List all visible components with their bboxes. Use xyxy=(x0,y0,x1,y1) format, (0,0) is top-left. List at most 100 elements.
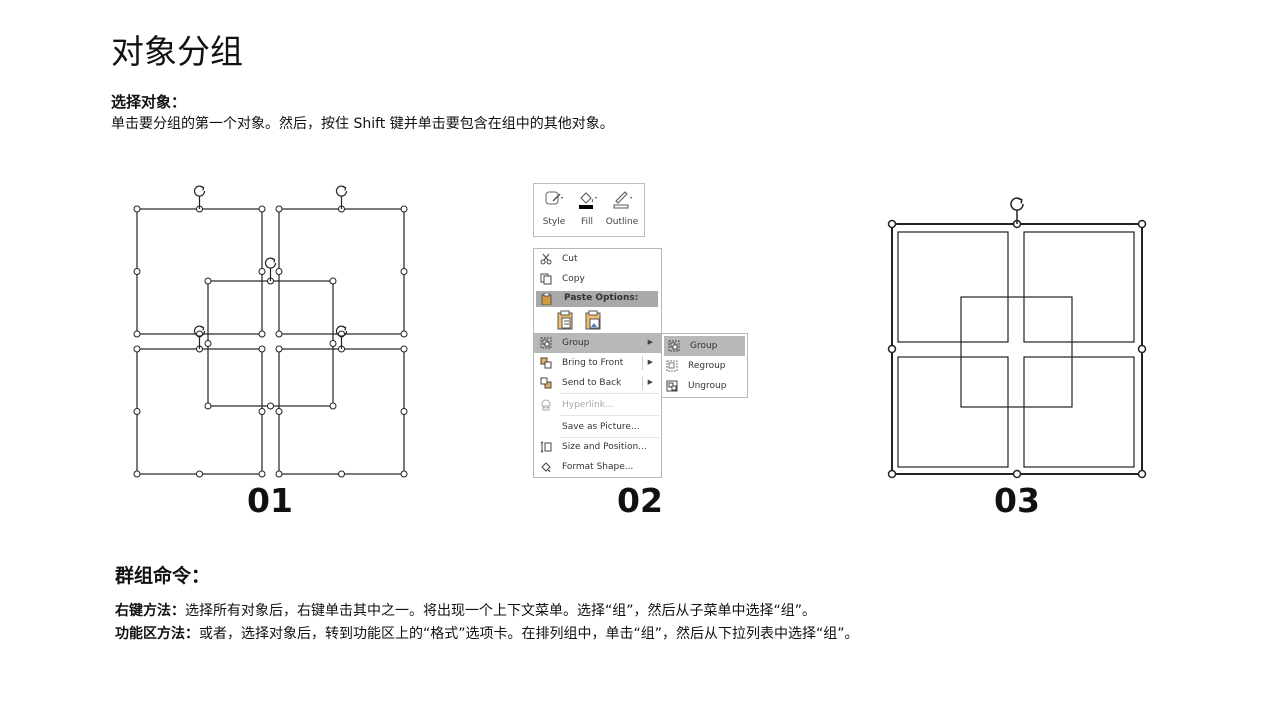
format-shape-icon xyxy=(541,462,551,473)
menu-item-group[interactable]: Group ▶ xyxy=(534,333,661,353)
selection-handle xyxy=(133,330,141,338)
fig3-group-bounding-box xyxy=(891,223,1143,475)
selection-handle xyxy=(204,340,212,347)
selection-handle xyxy=(338,205,345,213)
outline-button[interactable]: Outline xyxy=(604,184,640,236)
menu-item-format-shape[interactable]: Format Shape... xyxy=(534,457,661,477)
selection-handle xyxy=(204,277,212,285)
style-button[interactable]: Style xyxy=(536,184,572,236)
menu-item-save-as-picture[interactable]: Save as Picture... xyxy=(562,422,640,432)
selection-handle xyxy=(258,205,266,213)
figure-label-02: 02 xyxy=(617,481,663,520)
selection-handle xyxy=(258,268,266,275)
selection-handle xyxy=(133,345,141,353)
send-back-icon xyxy=(540,377,552,389)
group-icon xyxy=(540,337,552,349)
select-objects-heading: 选择对象： xyxy=(111,93,187,111)
selection-handle xyxy=(133,268,141,275)
selection-handle xyxy=(258,470,266,478)
size-position-icon xyxy=(540,441,552,453)
selection-handle xyxy=(258,330,266,338)
selection-handle xyxy=(204,402,212,410)
selection-handle xyxy=(338,345,345,353)
figure-label-03: 03 xyxy=(994,481,1040,520)
ribbon-method-text: 或者，选择对象后，转到功能区上的“格式”选项卡。在排列组中，单击“组”，然后从下… xyxy=(199,626,859,642)
selection-handle xyxy=(1137,469,1147,479)
mini-toolbar: Style Fill Outline xyxy=(533,183,645,237)
paste-option-icons xyxy=(557,310,601,330)
selection-handle xyxy=(338,330,345,338)
selection-handle xyxy=(196,330,203,338)
selection-handle xyxy=(196,470,203,478)
paste-picture-icon xyxy=(585,310,601,330)
paste-keep-formatting-icon xyxy=(557,310,573,330)
submenu-item-ungroup[interactable]: Ungroup xyxy=(662,376,747,396)
selection-handle xyxy=(133,470,141,478)
menu-item-hyperlink[interactable]: Hyperlink... xyxy=(534,395,661,415)
right-click-method-label: 右键方法： xyxy=(115,603,185,619)
selection-handle xyxy=(400,470,408,478)
fig1-square-bottom-right xyxy=(278,348,405,475)
selection-handle xyxy=(196,345,203,353)
selection-handle xyxy=(267,402,274,410)
selection-handle xyxy=(400,268,408,275)
fig1-square-bottom-left xyxy=(136,348,263,475)
fig3-square-top-left xyxy=(897,231,1009,343)
shape-style-icon xyxy=(545,191,563,205)
selection-handle xyxy=(258,408,266,415)
submenu-item-regroup[interactable]: Regroup xyxy=(662,356,747,376)
selection-handle xyxy=(275,408,283,415)
selection-handle xyxy=(400,330,408,338)
selection-handle xyxy=(267,277,274,285)
regroup-icon xyxy=(666,360,678,372)
fill-button[interactable]: Fill xyxy=(569,184,605,236)
fig3-square-top-right xyxy=(1023,231,1135,343)
menu-separator xyxy=(560,393,659,394)
selection-handle xyxy=(329,340,337,347)
page-title: 对象分组 xyxy=(111,32,243,71)
hyperlink-icon xyxy=(541,399,551,411)
fig3-square-bottom-right xyxy=(1023,356,1135,468)
selection-handle xyxy=(258,345,266,353)
fig1-square-top-right xyxy=(278,208,405,335)
rotate-handle-icon xyxy=(1010,197,1024,211)
selection-handle xyxy=(275,268,283,275)
menu-item-copy[interactable]: Copy xyxy=(534,269,661,289)
pen-outline-icon xyxy=(613,191,632,209)
rotate-handle-icon xyxy=(193,185,206,197)
rotate-handle-arrow xyxy=(1017,197,1023,204)
menu-separator xyxy=(560,415,659,416)
selection-handle xyxy=(329,402,337,410)
rotate-handle-arrow xyxy=(342,185,347,191)
fig3-square-bottom-left xyxy=(897,356,1009,468)
menu-item-send-to-back[interactable]: Send to Back ▶ xyxy=(534,373,661,393)
ungroup-icon xyxy=(666,380,678,392)
selection-handle xyxy=(400,205,408,213)
menu-item-size-and-position[interactable]: Size and Position... xyxy=(534,437,661,457)
selection-handle xyxy=(887,344,897,354)
ribbon-method: 功能区方法：或者，选择对象后，转到功能区上的“格式”选项卡。在排列组中，单击“组… xyxy=(115,625,859,643)
menu-item-cut[interactable]: Cut xyxy=(534,249,661,269)
rotate-handle-arrow xyxy=(200,325,205,331)
right-click-method-text: 选择所有对象后，右键单击其中之一。将出现一个上下文菜单。选择“组”，然后从子菜单… xyxy=(185,603,817,619)
selection-handle xyxy=(133,205,141,213)
copy-icon xyxy=(540,273,552,285)
fig1-square-top-left xyxy=(136,208,263,335)
paint-bucket-icon xyxy=(579,192,597,209)
rotate-handle-arrow xyxy=(200,185,205,191)
fig3-square-center xyxy=(960,296,1073,408)
rotate-handle-icon xyxy=(264,257,277,269)
paste-options-header: Paste Options: xyxy=(536,291,658,307)
select-objects-instructions: 单击要分组的第一个对象。然后，按住 Shift 键并单击要包含在组中的其他对象。 xyxy=(111,116,614,132)
selection-handle xyxy=(275,330,283,338)
group-commands-heading: 群组命令： xyxy=(115,565,211,587)
menu-item-bring-to-front[interactable]: Bring to Front ▶ xyxy=(534,353,661,373)
clipboard-icon xyxy=(541,293,552,305)
bring-front-icon xyxy=(540,357,552,369)
right-click-method: 右键方法：选择所有对象后，右键单击其中之一。将出现一个上下文菜单。选择“组”，然… xyxy=(115,602,816,620)
selection-handle xyxy=(1012,219,1022,229)
rotate-handle-arrow xyxy=(342,325,347,331)
submenu-item-group[interactable]: Group xyxy=(664,336,745,356)
selection-handle xyxy=(275,205,283,213)
selection-handle xyxy=(1137,344,1147,354)
